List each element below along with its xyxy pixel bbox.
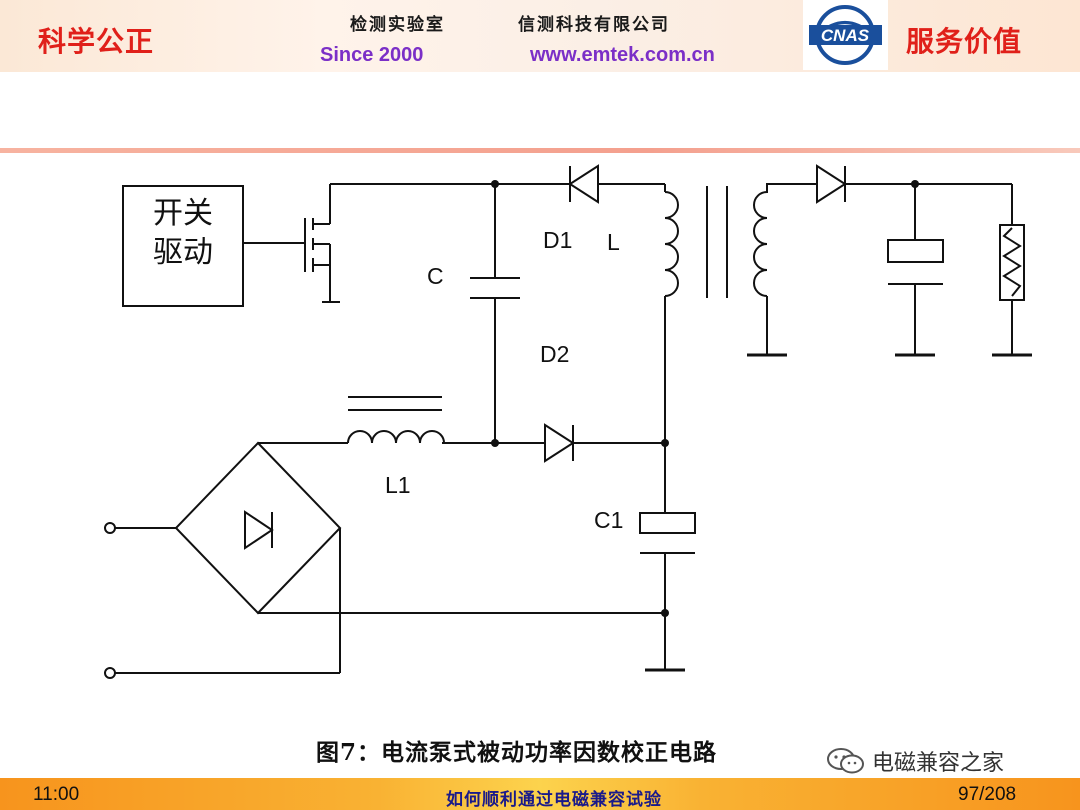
secondary-winding [747, 183, 817, 357]
label-l1: L1 [385, 472, 411, 498]
footer-bar: 11:00 如何顺利通过电磁兼容试验 97/208 [0, 778, 1080, 810]
footer-title: 如何顺利通过电磁兼容试验 [446, 790, 662, 810]
output-capacitor [887, 184, 944, 357]
label-c: C [427, 263, 444, 289]
watermark: 电磁兼容之家 [826, 745, 1004, 777]
input-terminal-top [104, 522, 116, 534]
label-l: L [607, 229, 620, 255]
motto-right: 服务价值 [906, 25, 1023, 58]
header-banner: 科学公正 检测实验室 信测科技有限公司 Since 2000 www.emtek… [0, 0, 1080, 72]
switch-driver-box [122, 185, 244, 307]
diode-d1 [568, 164, 599, 204]
diode-d2 [544, 423, 575, 463]
company-name: 信测科技有限公司 [518, 15, 670, 35]
bridge-rectifier [115, 441, 665, 674]
motto-left: 科学公正 [38, 25, 155, 58]
figure-caption: 图7：电流泵式被动功率因数校正电路 [316, 739, 718, 766]
lab-name: 检测实验室 [350, 15, 445, 35]
decorative-divider [0, 148, 1080, 153]
label-d1: D1 [543, 227, 572, 253]
output-diode [816, 164, 847, 204]
page-number: 97/208 [958, 784, 1017, 805]
capacitor-c1 [639, 443, 696, 672]
since-text: Since 2000 [320, 44, 424, 66]
switch-driver-label-2: 驱动 [153, 235, 213, 270]
watermark-text: 电磁兼容之家 [872, 751, 1005, 776]
footer-time: 11:00 [33, 784, 80, 805]
cnas-logo: CNAS [803, 0, 888, 70]
cnas-logo-text: CNAS [821, 26, 870, 45]
label-c1: C1 [594, 507, 623, 533]
capacitor-c [470, 184, 520, 443]
label-d2: D2 [540, 341, 569, 367]
primary-inductor-l [664, 184, 679, 443]
input-terminal-bottom [104, 667, 116, 679]
switch-driver-label-1: 开关 [153, 196, 213, 231]
inductor-l1 [347, 430, 445, 444]
wechat-icon [827, 748, 864, 774]
load-resistor [992, 184, 1032, 357]
mosfet-symbol [304, 184, 340, 303]
website-link[interactable]: www.emtek.com.cn [530, 44, 715, 66]
